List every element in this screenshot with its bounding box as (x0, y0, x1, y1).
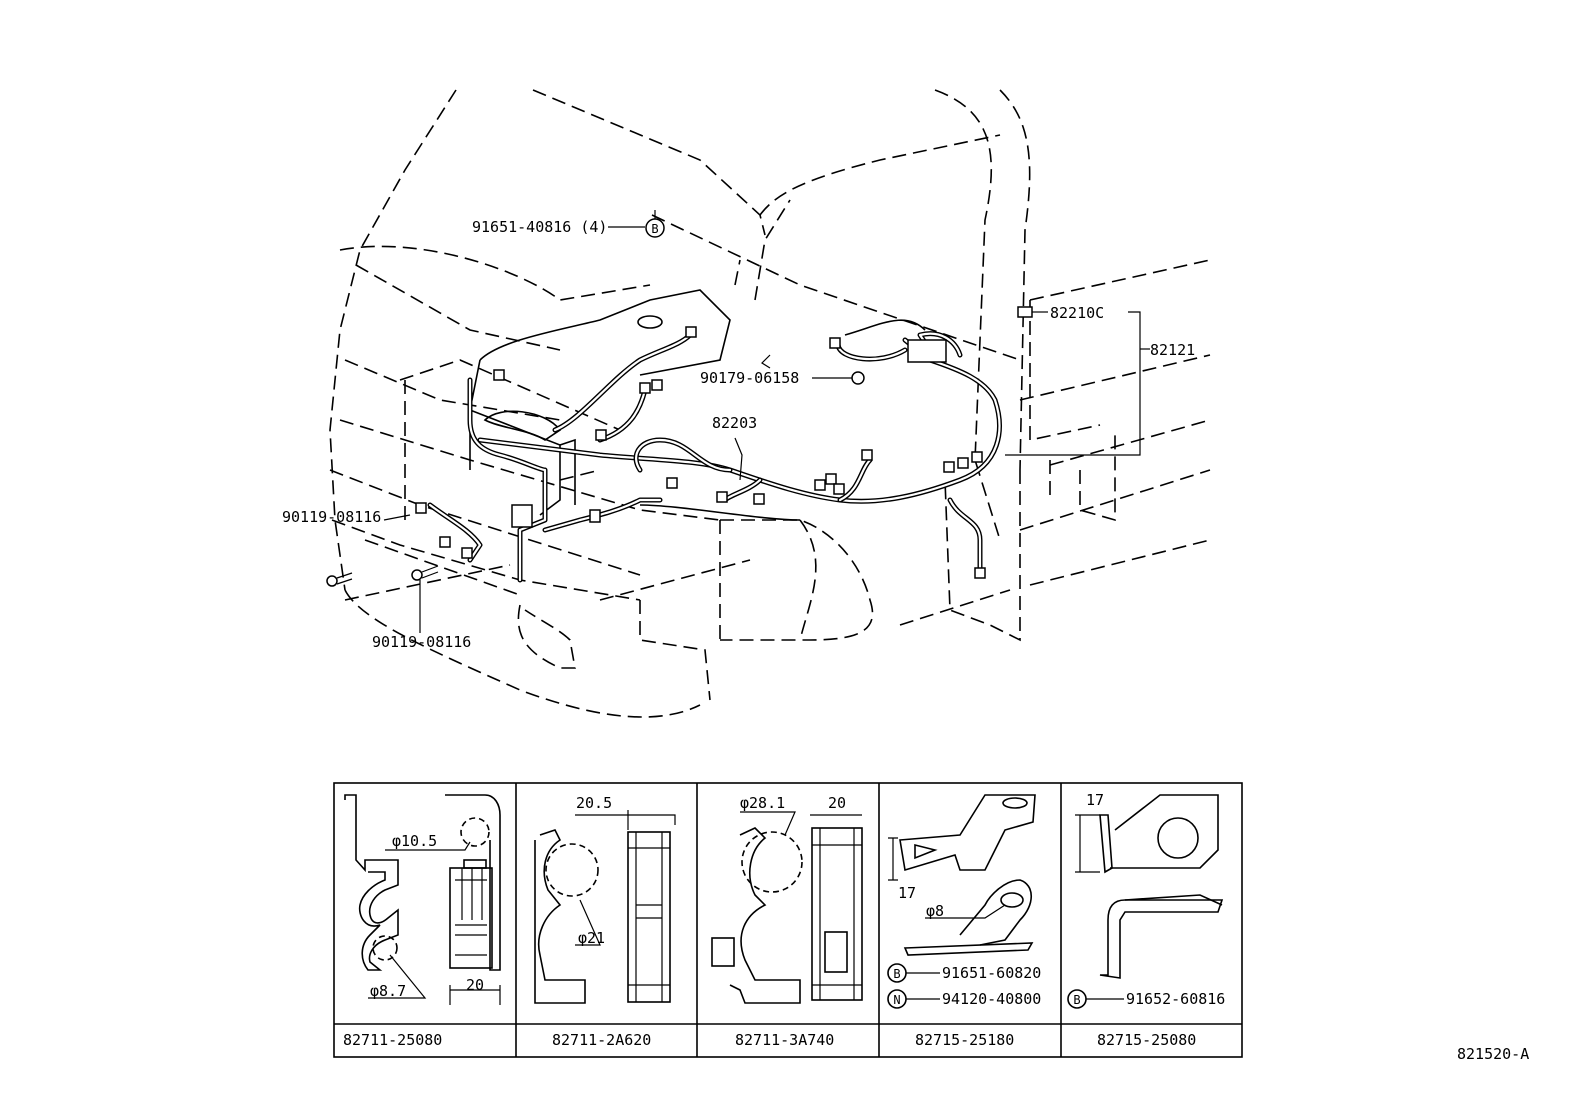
clip4-dim-height: 17 (898, 884, 916, 902)
grommet-icon: B (645, 210, 665, 238)
bolt-b-mark: B (651, 222, 658, 236)
clip4-bolt-part-no: 91651-60820 (942, 964, 1041, 982)
wire-harness (427, 331, 1002, 583)
clip-cell-82715-25080: 17 B 91652-60816 82715-25080 (1067, 791, 1225, 1049)
svg-text:B: B (1073, 993, 1080, 1007)
label-bolt-left-upper: 90119-08116 (282, 508, 381, 526)
clip3-dim-pipe: φ28.1 (740, 794, 785, 812)
clip1-dim-width: 20 (466, 976, 484, 994)
clip3-dim-width: 20 (828, 794, 846, 812)
clip4-nut-part-no: 94120-40800 (942, 990, 1041, 1008)
label-relay-sub-harness: 82121 (1150, 341, 1195, 359)
bolt-b-icon: B (1067, 989, 1087, 1009)
clip-cell-82711-3A740: φ28.1 20 82711-3A740 (711, 794, 863, 1049)
clip-cell-82715-25180: 17 φ8 B 91651-60820 N 94120-40800 82715-… (887, 794, 1041, 1049)
nut-n-icon: N (887, 989, 907, 1009)
label-relay-connector: 82210C (1050, 304, 1104, 322)
figure-id: 821520-A (1457, 1045, 1529, 1063)
harness-connectors (415, 306, 1033, 579)
clip2-dim-width: 20.5 (576, 794, 612, 812)
svg-text:B: B (893, 967, 900, 981)
bolt-icon (326, 572, 353, 587)
clip4-part-no: 82715-25180 (915, 1031, 1014, 1049)
clip5-bolt-part-no: 91652-60816 (1126, 990, 1225, 1008)
clip2-part-no: 82711-2A620 (552, 1031, 651, 1049)
bolt-icons: B (326, 210, 865, 587)
bolt-b-icon: B (887, 963, 907, 983)
clip-cell-82711-25080: φ10.5 φ8.7 20 82711-25080 (343, 794, 501, 1049)
leader-lines (383, 226, 1150, 633)
label-clip-90179: 90179-06158 (700, 369, 799, 387)
clip4-dim-hole: φ8 (926, 902, 944, 920)
clip-table: φ10.5 φ8.7 20 82711-25080 20.5 φ21 82711… (333, 782, 1243, 1058)
label-engine-room-harness: 82203 (712, 414, 757, 432)
svg-text:N: N (893, 993, 900, 1007)
clip1-dim-pipe: φ8.7 (370, 982, 406, 1000)
label-grommet-bolt: 91651-40816 (4) (472, 218, 607, 236)
clip3-part-no: 82711-3A740 (735, 1031, 834, 1049)
clip5-dim-height: 17 (1086, 791, 1104, 809)
part-callouts: 91651-40816 (4) 82210C 82121 90179-06158… (282, 218, 1195, 651)
clip2-dim-pipe: φ21 (578, 929, 605, 947)
clip-icon (851, 371, 865, 385)
clip-cell-82711-2A620: 20.5 φ21 82711-2A620 (534, 794, 676, 1049)
vehicle-body-outline (329, 89, 1211, 718)
clip1-part-no: 82711-25080 (343, 1031, 442, 1049)
clip5-part-no: 82715-25080 (1097, 1031, 1196, 1049)
label-bolt-left-lower: 90119-08116 (372, 633, 471, 651)
bolt-icon (411, 565, 439, 581)
clip1-dim-hole: φ10.5 (392, 832, 437, 850)
